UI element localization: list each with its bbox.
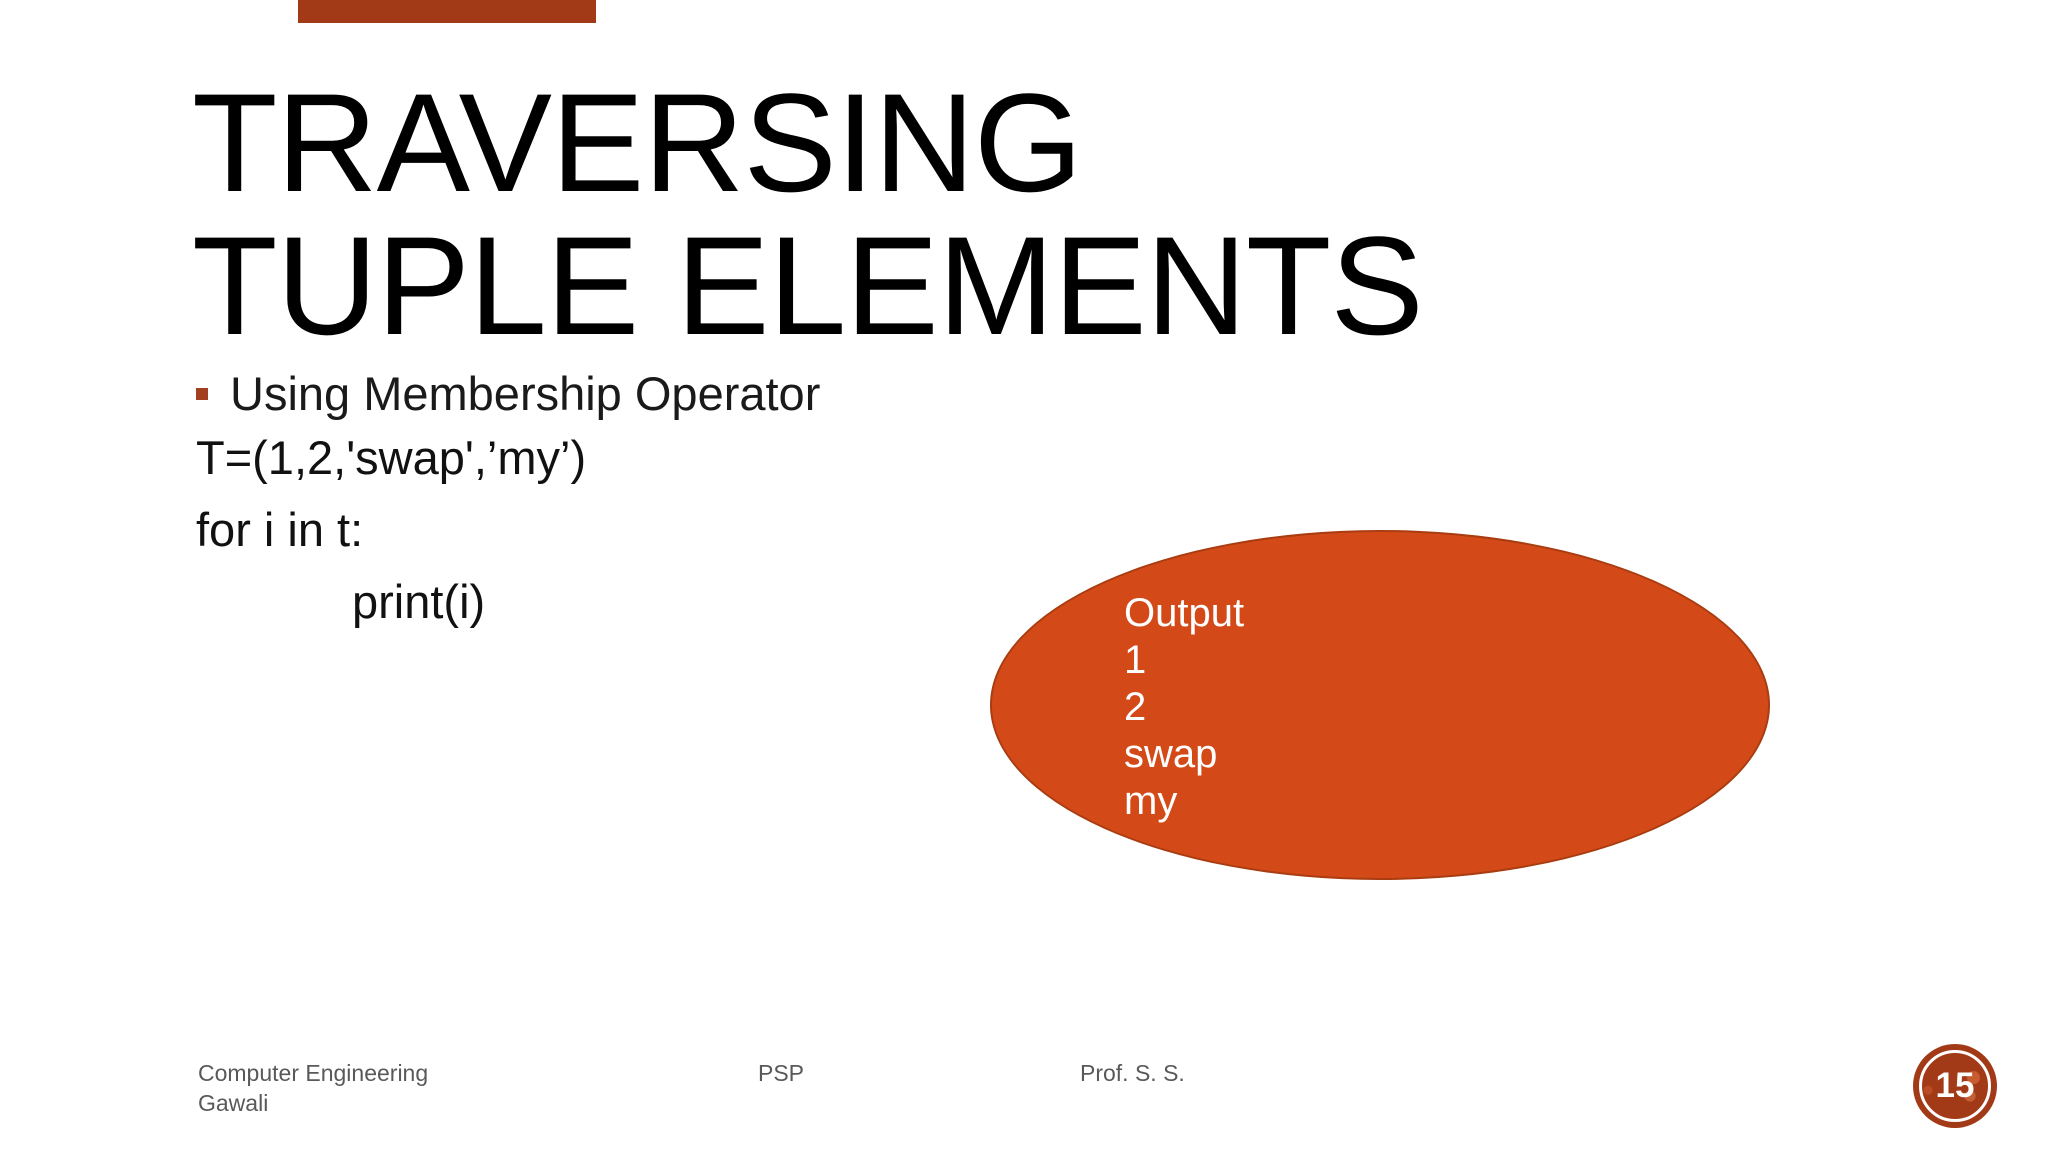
output-line-value: 1 [1124,638,1147,682]
slide-title: TRAVERSING TUPLE ELEMENTS [192,64,1424,364]
code-line-for-loop: for i in t: [196,503,364,556]
page-number-badge: 15 [1913,1044,1997,1128]
page-number: 15 [1935,1066,1975,1105]
footer-author: Computer Engineering Gawali [198,1060,429,1116]
top-accent-bar [298,0,596,23]
bullet-text: Using Membership Operator [230,367,821,420]
output-ellipse-shape: Output 1 2 swap my [990,530,1770,880]
bullet-item: Using Membership Operator [196,366,820,421]
bullet-square-icon [196,387,208,400]
output-line-label: Output [1124,591,1245,635]
output-line-value: swap [1124,732,1218,776]
output-line-value: my [1124,779,1178,823]
code-line-print: print(i) [352,575,486,628]
code-line-tuple-assignment: T=(1,2,'swap',’my’) [196,431,587,484]
footer-subject: PSP [758,1060,805,1086]
badge-ring [1919,1050,1991,1122]
output-line-value: 2 [1124,685,1147,729]
output-text-block: Output 1 2 swap my [1124,590,1244,825]
footer-professor: Prof. S. S. [1080,1060,1185,1086]
